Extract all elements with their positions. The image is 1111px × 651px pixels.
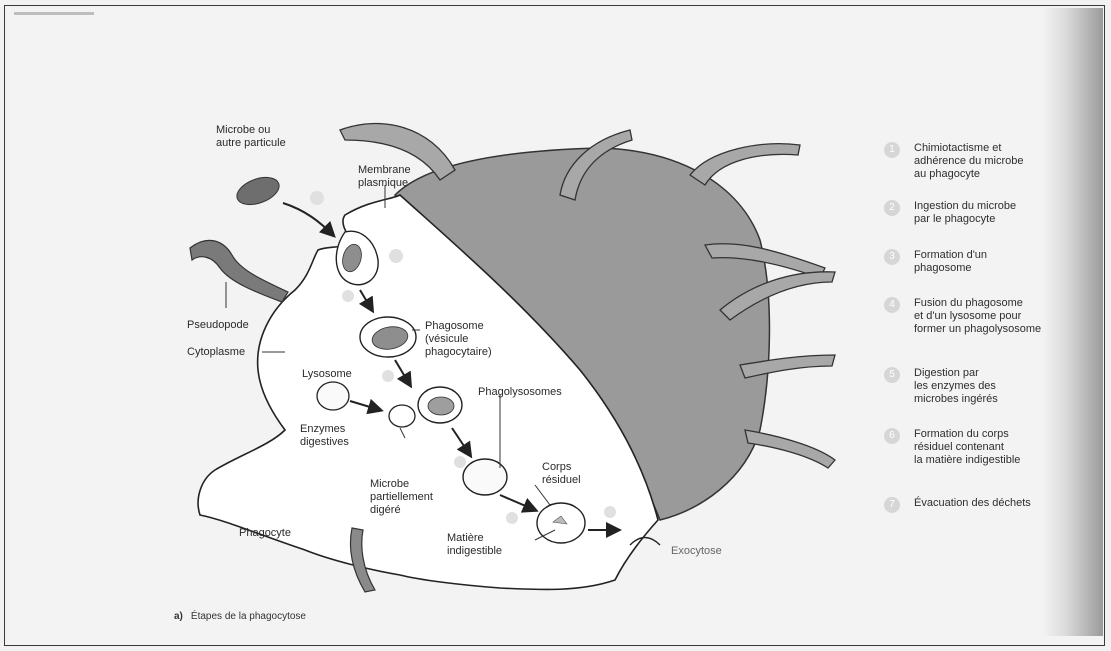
legend-text: Fusion du phagosome et d'un lysosome pou… — [914, 297, 1041, 336]
label-microbe-partial: Microbe partiellement digéré — [370, 478, 433, 517]
step-number-icon: 4 — [884, 297, 900, 313]
step-number-icon: 1 — [884, 142, 900, 158]
label-enzymes: Enzymes digestives — [300, 423, 349, 449]
label-exocytose: Exocytose — [671, 545, 722, 558]
label-membrane: Membrane plasmique — [358, 164, 411, 190]
legend-text: Formation d'un phagosome — [914, 249, 987, 275]
step-number-icon: 5 — [884, 367, 900, 383]
step-number-icon: 7 — [884, 497, 900, 513]
label-phagocyte: Phagocyte — [239, 527, 291, 540]
pseudopode-shape — [190, 240, 288, 302]
label-phagolysosomes: Phagolysosomes — [478, 386, 562, 399]
label-microbe: Microbe ou autre particule — [216, 124, 286, 150]
microbe — [233, 172, 283, 210]
caption-letter: a) — [174, 611, 183, 622]
step-number-icon: 6 — [884, 428, 900, 444]
lysosome — [317, 382, 349, 410]
legend-text: Formation du corps résiduel contenant la… — [914, 428, 1020, 467]
label-matiere: Matière indigestible — [447, 532, 502, 558]
label-corps-residuel: Corps résiduel — [542, 461, 581, 487]
legend-text: Ingestion du microbe par le phagocyte — [914, 200, 1016, 226]
legend-text: Évacuation des déchets — [914, 497, 1031, 510]
label-pseudopode: Pseudopode — [187, 319, 249, 332]
label-lysosome: Lysosome — [302, 368, 352, 381]
label-phagosome: Phagosome (vésicule phagocytaire) — [425, 320, 492, 359]
legend-text: Digestion par les enzymes des microbes i… — [914, 367, 998, 406]
legend-text: Chimiotactisme et adhérence du microbe a… — [914, 142, 1023, 181]
step-number-icon: 3 — [884, 249, 900, 265]
figure-caption: a) Étapes de la phagocytose — [174, 611, 306, 622]
enzymes-vesicle — [389, 405, 415, 427]
caption-text: Étapes de la phagocytose — [191, 611, 306, 622]
label-cytoplasme: Cytoplasme — [187, 346, 245, 359]
step-number-icon: 2 — [884, 200, 900, 216]
